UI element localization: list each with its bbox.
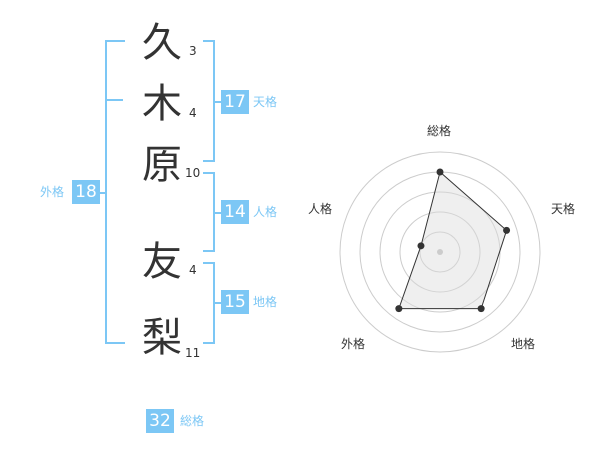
stroke-count-4: 4: [189, 263, 197, 277]
chikaku-connector: [213, 302, 221, 304]
radar-point-4: [417, 242, 425, 250]
stroke-count-2: 4: [189, 106, 197, 120]
gaikaku-bracket: [105, 40, 125, 344]
chikaku-label: 地格: [253, 295, 278, 309]
gaikaku-bracket-tick: [105, 99, 123, 101]
radar-point-2: [477, 305, 485, 313]
radar-ring-2: [399, 211, 481, 293]
tenkaku-label: 天格: [253, 95, 278, 109]
gaikaku-connector: [98, 192, 106, 194]
gaikaku-value: 18: [72, 180, 100, 204]
radar-label-gaikaku: 外格: [341, 337, 366, 351]
jinkaku-label: 人格: [253, 205, 278, 219]
radar-point-0: [436, 168, 444, 176]
soukaku-label: 総格: [180, 414, 205, 428]
radar-label-tenkaku: 天格: [551, 202, 576, 216]
radar-ring-1: [419, 231, 461, 273]
radar-label-soukaku: 総格: [427, 124, 452, 138]
radar-center-point: [437, 249, 443, 255]
name-char-2: 木: [142, 81, 182, 127]
radar-point-1: [503, 226, 511, 234]
stroke-count-1: 3: [189, 44, 197, 58]
name-char-5: 梨: [142, 315, 182, 361]
jinkaku-value: 14: [221, 200, 249, 224]
name-char-4: 友: [142, 239, 182, 285]
name-char-1: 久: [142, 20, 182, 66]
radar-ring-5: [339, 151, 541, 353]
radar-label-jinkaku: 人格: [308, 202, 333, 216]
gaikaku-label: 外格: [40, 185, 65, 199]
stroke-count-5: 11: [185, 346, 201, 360]
tenkaku-connector: [213, 101, 221, 103]
tenkaku-value: 17: [221, 90, 249, 114]
name-char-3: 原: [142, 142, 182, 188]
soukaku-value: 32: [146, 409, 174, 433]
radar-label-chikaku: 地格: [511, 337, 536, 351]
radar-point-3: [395, 305, 403, 313]
radar-series-polygon: [398, 171, 508, 310]
stroke-count-3: 10: [185, 166, 201, 180]
jinkaku-connector: [213, 212, 221, 214]
chikaku-value: 15: [221, 290, 249, 314]
